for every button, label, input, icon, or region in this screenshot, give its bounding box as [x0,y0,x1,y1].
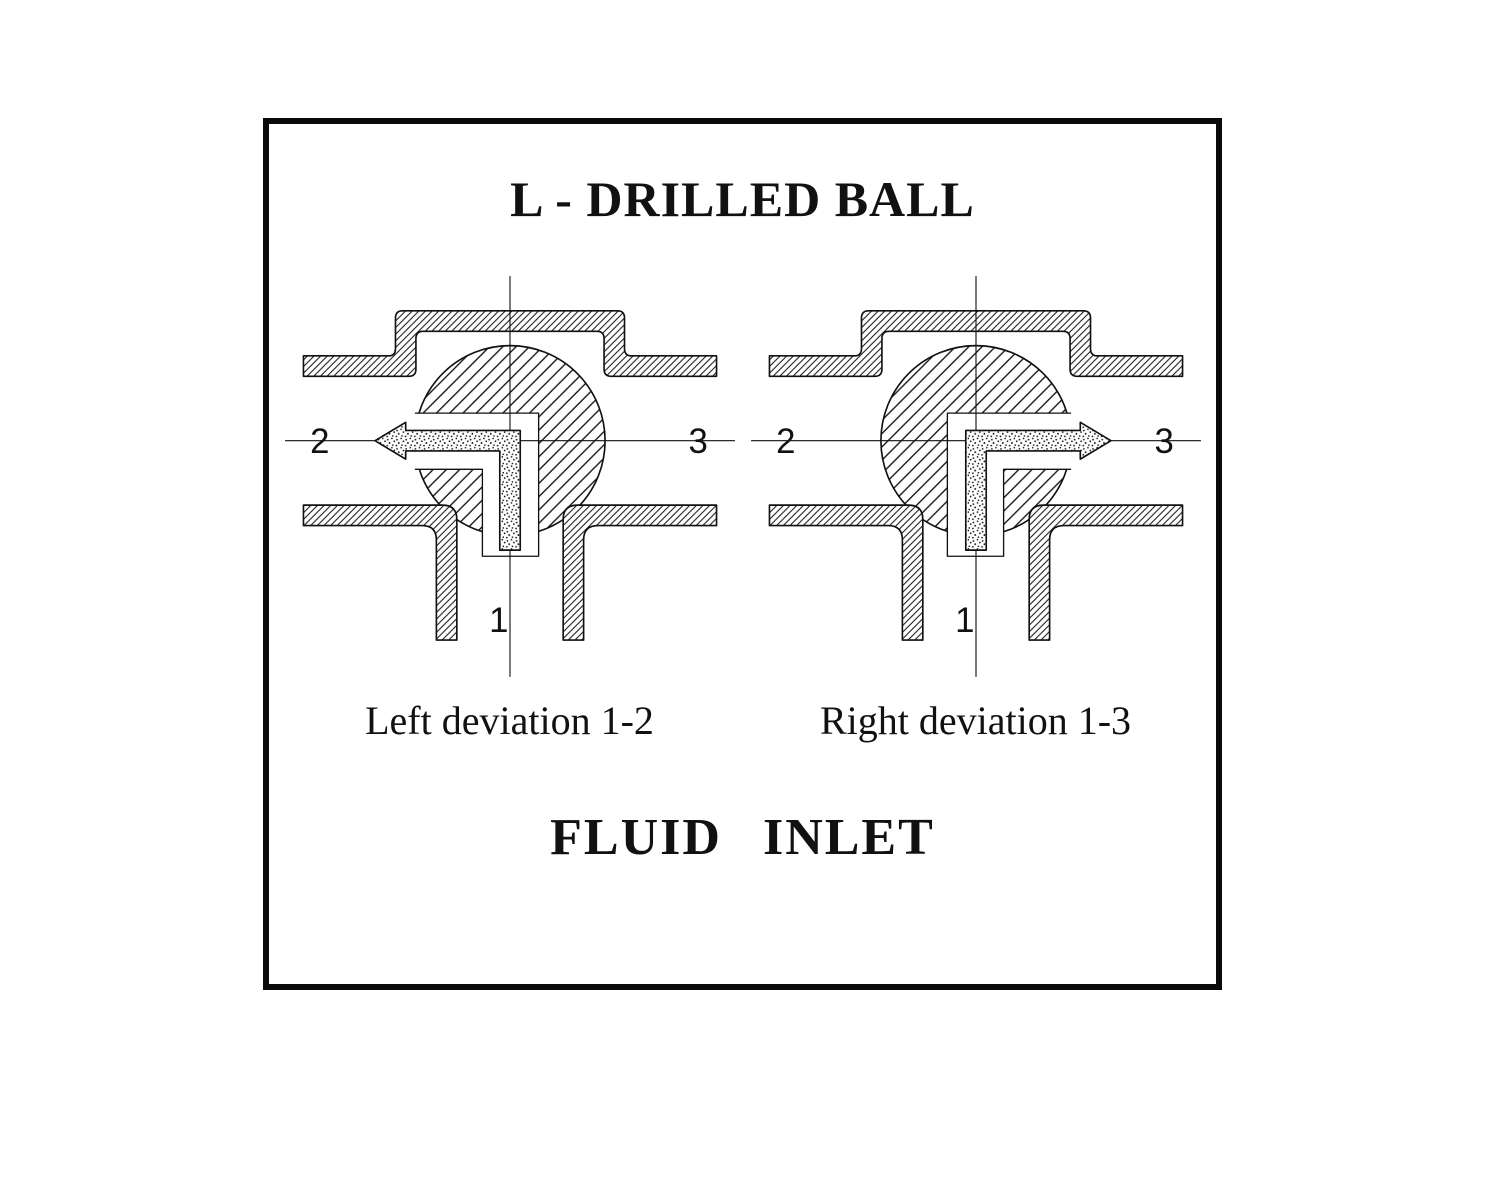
diagram-frame: L - DRILLED BALL [263,118,1222,990]
fluid-inlet-label: FLUID INLET [550,809,935,866]
caption-right-deviation: Right deviation 1-3 [819,698,1132,743]
diagram-title: L - DRILLED BALL [510,171,975,227]
port-label-3: 3 [1154,423,1173,461]
valves-row: 2 3 1 Left deviation 1-2 [284,272,1201,744]
flow-arrow-right [964,421,1112,551]
valve-body-walls [302,310,717,641]
flow-arrow-left [373,421,521,551]
valve-diagram-left-deviation: 2 3 1 [284,276,735,677]
port-label-1: 1 [489,602,508,640]
valve-left-deviation-column: 2 3 1 Left deviation 1-2 [284,272,735,744]
port-label-3: 3 [688,423,707,461]
valve-diagram-right-deviation: 2 3 1 [750,276,1201,677]
valve-right-deviation-column: 2 3 1 Right deviation 1-3 [750,272,1201,744]
port-label-2: 2 [310,423,329,461]
valve-body-walls [768,310,1183,641]
port-label-2: 2 [776,423,795,461]
caption-left-deviation: Left deviation 1-2 [365,698,654,743]
port-label-1: 1 [955,602,974,640]
